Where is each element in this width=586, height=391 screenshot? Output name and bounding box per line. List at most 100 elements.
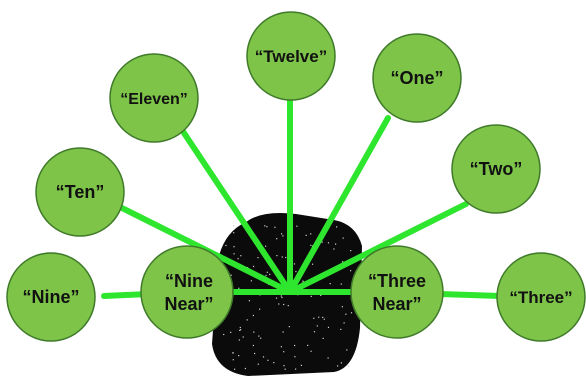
speckle [246, 319, 248, 321]
speckle [346, 349, 348, 351]
node-ten-label: “Ten” [56, 182, 105, 202]
speckle [295, 368, 297, 370]
speckle [310, 295, 312, 297]
node-eleven-label: “Eleven” [120, 91, 188, 108]
speckle [233, 246, 235, 248]
speckle [318, 316, 320, 318]
speckle [342, 237, 344, 239]
speckle [275, 297, 278, 299]
speckle [322, 316, 324, 318]
speckle [329, 283, 331, 285]
speckle [320, 294, 322, 296]
spoke-two [287, 201, 469, 295]
speckle [323, 318, 325, 320]
speckle [264, 225, 266, 227]
speckle [252, 344, 254, 347]
node-twelve-circle [246, 11, 336, 101]
speckle [252, 265, 255, 267]
speckle [253, 331, 255, 333]
speckle [305, 234, 307, 236]
node-two-circle [451, 124, 541, 214]
speckle [283, 365, 285, 367]
speckle [321, 241, 323, 243]
speckle [230, 331, 232, 333]
node-nine-label: “Nine” [22, 287, 79, 307]
speckle [238, 355, 240, 357]
speckle [340, 283, 342, 285]
speckle [313, 331, 316, 333]
speckle [232, 359, 234, 361]
speckle [281, 296, 283, 299]
speckle [274, 226, 276, 228]
speckle [293, 263, 296, 265]
speckle [239, 326, 241, 329]
speckle [281, 256, 283, 258]
speckle [257, 363, 259, 365]
speckle [310, 233, 312, 235]
speckle [342, 261, 344, 263]
speckle [300, 364, 302, 366]
speckle [273, 362, 275, 364]
speckle [302, 280, 304, 282]
node-twelve-label: “Twelve” [255, 47, 327, 66]
speckle [282, 235, 284, 237]
speckle [350, 270, 352, 272]
speckle [283, 303, 285, 306]
speckle [350, 250, 352, 252]
speckle [343, 322, 345, 324]
speckle [280, 295, 282, 297]
speckle [287, 305, 289, 307]
speckle [260, 337, 262, 339]
speckle [333, 248, 335, 250]
speckle [238, 287, 240, 289]
speckle [282, 331, 284, 333]
speckle [350, 312, 353, 314]
spoke-one [287, 115, 391, 295]
speckle [341, 306, 343, 308]
speckle [248, 300, 250, 302]
speckle [269, 273, 271, 275]
speckle [240, 329, 242, 331]
speckle [233, 225, 235, 227]
spoke-eleven [179, 127, 293, 295]
speckle [345, 313, 347, 315]
speckle [242, 336, 244, 338]
node-nine-near-label-line2: Near” [164, 294, 213, 314]
node-nine-circle [6, 252, 96, 342]
speckle [225, 244, 227, 247]
speckle [281, 233, 283, 235]
speckle [322, 337, 324, 339]
speckle [327, 326, 330, 328]
speckle [294, 356, 296, 358]
node-eleven-circle [109, 53, 199, 143]
node-one-label: “One” [390, 68, 443, 88]
speckle [307, 344, 309, 346]
speckle [335, 243, 337, 245]
speckle [327, 357, 329, 359]
speckle [239, 329, 241, 331]
speckle [316, 325, 318, 327]
speckle [285, 256, 287, 259]
node-labels: “Twelve” “One” “Eleven” “Two” “Ten” “Nin… [22, 47, 572, 314]
speckle [252, 314, 254, 317]
node-nine-near-label-line1: “Nine [165, 271, 213, 291]
speckle [244, 367, 246, 370]
speckle [258, 335, 260, 337]
speckle [288, 326, 290, 328]
speckle [340, 328, 342, 330]
speckle [266, 226, 268, 228]
speckle [336, 226, 338, 228]
node-three-near-label-line1: “Three [368, 271, 426, 291]
speckle [265, 245, 267, 247]
node-three-near-circle [350, 245, 444, 339]
speckle [233, 253, 235, 255]
speckle [284, 368, 286, 370]
speckle [230, 274, 232, 276]
node-one-circle [372, 33, 462, 123]
speckle [232, 352, 234, 354]
speckle [278, 303, 280, 305]
speckle [312, 263, 314, 265]
speckle [254, 352, 256, 355]
node-ten-circle [35, 147, 125, 237]
